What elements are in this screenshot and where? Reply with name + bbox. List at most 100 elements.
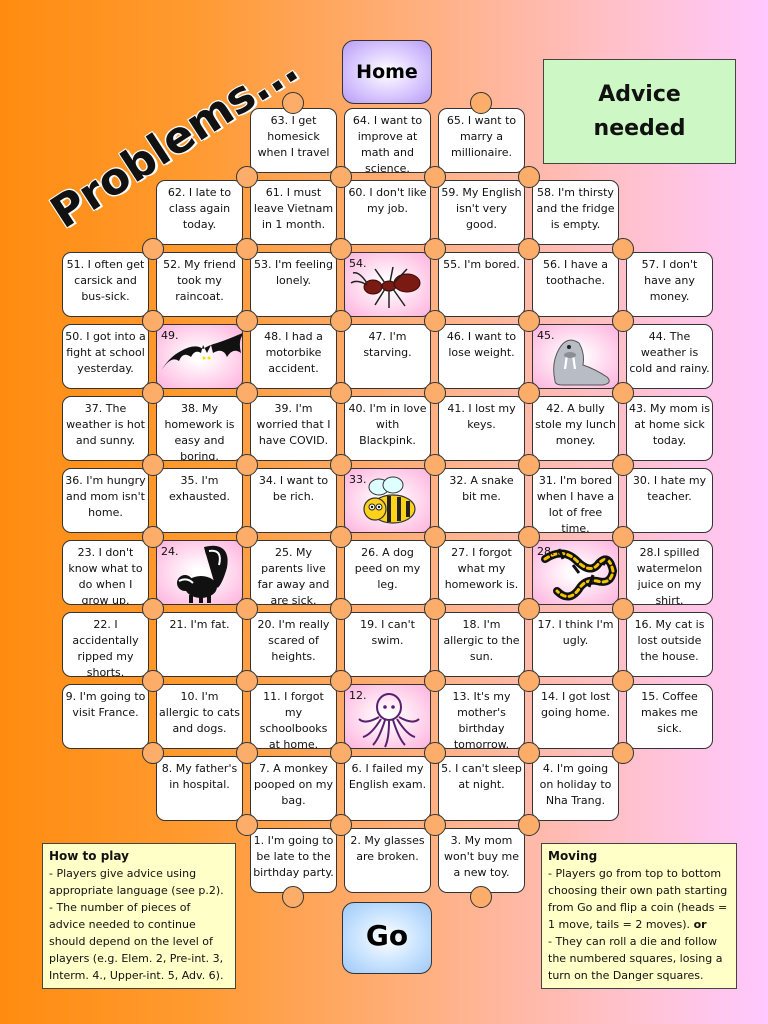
square-17[interactable]: 17. I think I'm ugly.	[532, 612, 619, 677]
square-59[interactable]: 59. My English isn't very good.	[438, 180, 525, 245]
square-41[interactable]: 41. I lost my keys.	[438, 396, 525, 461]
square-11[interactable]: 11. I forgot my schoolbooks at home.	[250, 684, 337, 749]
square-36[interactable]: 36. I'm hungry and mom isn't home.	[62, 468, 149, 533]
square-38[interactable]: 38. My homework is easy and boring.	[156, 396, 243, 461]
square-text: 28.I spilled watermelon juice on my shir…	[636, 546, 703, 605]
square-16[interactable]: 16. My cat is lost outside the house.	[626, 612, 713, 677]
square-37[interactable]: 37. The weather is hot and sunny.	[62, 396, 149, 461]
square-23[interactable]: 23. I don't know what to do when I grow …	[62, 540, 149, 605]
square-43[interactable]: 43. My mom is at home sick today.	[626, 396, 713, 461]
square-text: 10. I'm allergic to cats and dogs.	[159, 690, 240, 735]
home-square[interactable]: Home	[342, 40, 432, 104]
square-30[interactable]: 30. I hate my teacher.	[626, 468, 713, 533]
square-18[interactable]: 18. I'm allergic to the sun.	[438, 612, 525, 677]
square-31[interactable]: 31. I'm bored when I have a lot of free …	[532, 468, 619, 533]
square-7[interactable]: 7. A monkey pooped on my bag.	[250, 756, 337, 821]
square-60[interactable]: 60. I don't like my job.	[344, 180, 431, 245]
square-text: 32. A snake bit me.	[449, 474, 514, 503]
square-2[interactable]: 2. My glasses are broken.	[344, 828, 431, 893]
square-4[interactable]: 4. I'm going on holiday to Nha Trang.	[532, 756, 619, 821]
square-52[interactable]: 52. My friend took my raincoat.	[156, 252, 243, 317]
square-26[interactable]: 26. A dog peed on my leg.	[344, 540, 431, 605]
square-number: 49.	[161, 329, 179, 342]
square-24[interactable]: 24.	[156, 540, 243, 605]
square-33[interactable]: 33.	[344, 468, 431, 533]
square-51[interactable]: 51. I often get carsick and bus-sick.	[62, 252, 149, 317]
square-40[interactable]: 40. I'm in love with Blackpink.	[344, 396, 431, 461]
square-text: 38. My homework is easy and boring.	[164, 402, 235, 461]
square-27[interactable]: 27. I forgot what my homework is.	[438, 540, 525, 605]
connector-dot	[611, 309, 634, 332]
connector-dot	[141, 453, 164, 476]
square-50[interactable]: 50. I got into a fight at school yesterd…	[62, 324, 149, 389]
square-39[interactable]: 39. I'm worried that I have COVID.	[250, 396, 337, 461]
square-44[interactable]: 44. The weather is cold and rainy.	[626, 324, 713, 389]
square-32[interactable]: 32. A snake bit me.	[438, 468, 525, 533]
square-text: 46. I want to lose weight.	[446, 330, 517, 359]
connector-dot	[517, 597, 540, 620]
square-29[interactable]: 28.I spilled watermelon juice on my shir…	[626, 540, 713, 605]
square-57[interactable]: 57. I don't have any money.	[626, 252, 713, 317]
square-28[interactable]: 28.	[532, 540, 619, 605]
square-61[interactable]: 61. I must leave Vietnam in 1 month.	[250, 180, 337, 245]
connector-dot	[611, 597, 634, 620]
square-21[interactable]: 21. I'm fat.	[156, 612, 243, 677]
square-text: 20. I'm really scared of heights.	[257, 618, 330, 663]
square-19[interactable]: 19. I can't swim.	[344, 612, 431, 677]
square-text: 58. I'm thirsty and the fridge is empty.	[536, 186, 615, 231]
go-square[interactable]: Go	[342, 902, 432, 974]
connector-dot	[141, 237, 164, 260]
connector-dot	[235, 741, 258, 764]
square-text: 27. I forgot what my homework is.	[444, 546, 519, 591]
square-55[interactable]: 55. I'm bored.	[438, 252, 525, 317]
connector-dot	[611, 381, 634, 404]
square-34[interactable]: 34. I want to be rich.	[250, 468, 337, 533]
advice-needed-box: Advice needed	[543, 59, 736, 164]
connector-dot	[235, 669, 258, 692]
connector-dot	[282, 91, 304, 114]
how-to-play-box: How to play - Players give advice using …	[42, 843, 236, 989]
square-35[interactable]: 35. I'm exhausted.	[156, 468, 243, 533]
square-15[interactable]: 15. Coffee makes me sick.	[626, 684, 713, 749]
square-13[interactable]: 13. It's my mother's birthday tomorrow.	[438, 684, 525, 749]
square-42[interactable]: 42. A bully stole my lunch money.	[532, 396, 619, 461]
square-10[interactable]: 10. I'm allergic to cats and dogs.	[156, 684, 243, 749]
square-9[interactable]: 9. I'm going to visit France.	[62, 684, 149, 749]
square-8[interactable]: 8. My father's in hospital.	[156, 756, 243, 821]
square-53[interactable]: 53. I'm feeling lonely.	[250, 252, 337, 317]
square-25[interactable]: 25. My parents live far away and are sic…	[250, 540, 337, 605]
square-47[interactable]: 47. I'm starving.	[344, 324, 431, 389]
square-text: 63. I get homesick when I travel	[257, 114, 330, 159]
square-5[interactable]: 5. I can't sleep at night.	[438, 756, 525, 821]
square-20[interactable]: 20. I'm really scared of heights.	[250, 612, 337, 677]
square-3[interactable]: 3. My mom won't buy me a new toy.	[438, 828, 525, 893]
square-text: 41. I lost my keys.	[447, 402, 516, 431]
square-text: 17. I think I'm ugly.	[537, 618, 614, 647]
square-62[interactable]: 62. I late to class again today.	[156, 180, 243, 245]
square-text: 1. I'm going to be late to the birthday …	[253, 834, 334, 879]
square-49[interactable]: 49.	[156, 324, 243, 389]
connector-dot	[329, 237, 352, 260]
connector-dot	[329, 597, 352, 620]
square-text: 56. I have a toothache.	[543, 258, 608, 287]
square-64[interactable]: 64. I want to improve at math and scienc…	[344, 108, 431, 173]
square-6[interactable]: 6. I failed my English exam.	[344, 756, 431, 821]
connector-dot	[235, 525, 258, 548]
square-63[interactable]: 63. I get homesick when I travel	[250, 108, 337, 173]
square-14[interactable]: 14. I got lost going home.	[532, 684, 619, 749]
square-56[interactable]: 56. I have a toothache.	[532, 252, 619, 317]
square-48[interactable]: 48. I had a motorbike accident.	[250, 324, 337, 389]
connector-dot	[611, 525, 634, 548]
square-45[interactable]: 45.	[532, 324, 619, 389]
square-12[interactable]: 12.	[344, 684, 431, 749]
moving-or: or	[693, 918, 707, 931]
square-54[interactable]: 54.	[344, 252, 431, 317]
square-text: 11. I forgot my schoolbooks at home.	[259, 690, 328, 749]
square-22[interactable]: 22. I accidentally ripped my shorts.	[62, 612, 149, 677]
square-58[interactable]: 58. I'm thirsty and the fridge is empty.	[532, 180, 619, 245]
square-46[interactable]: 46. I want to lose weight.	[438, 324, 525, 389]
square-text: 64. I want to improve at math and scienc…	[352, 114, 423, 173]
square-1[interactable]: 1. I'm going to be late to the birthday …	[250, 828, 337, 893]
connector-dot	[141, 741, 164, 764]
square-65[interactable]: 65. I want to marry a millionaire.	[438, 108, 525, 173]
